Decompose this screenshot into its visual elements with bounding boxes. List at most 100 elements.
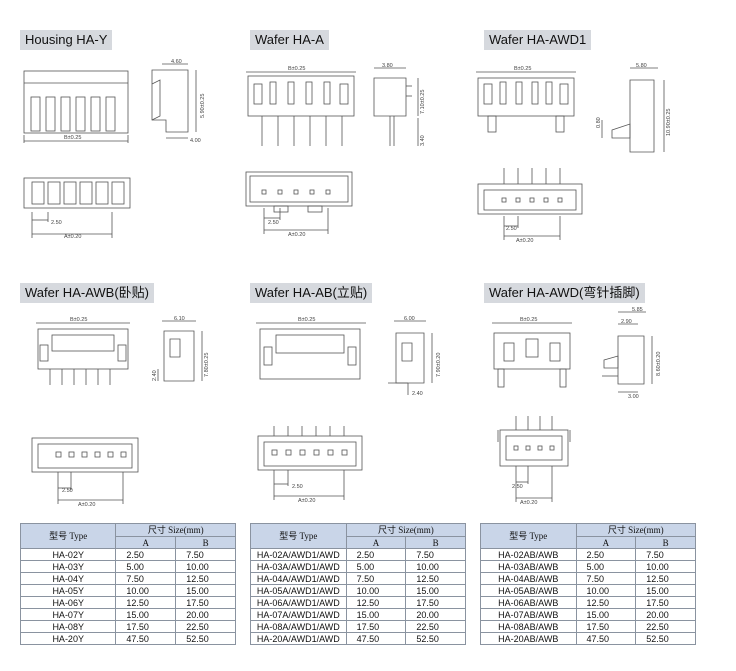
section-label-wafer-ha-awb: Wafer HA-AWB(卧贴) [20,283,154,303]
housing-dim-pitch: 2.50 [51,220,62,226]
wafer-ab-dim-b: B±0.25 [298,317,315,323]
cell-b: 17.50 [175,596,236,609]
wafer-awd-dim-pitch: 2.50 [512,484,523,490]
wafer-awd-front-view: B±0.25 [492,317,572,388]
wafer-awd-side-view: 5.85 2.90 8.60±0.20 3.00 [602,307,662,400]
wafer-ab-top-view: 2.50 A±0.20 [257,426,363,504]
wafer-a-dim-a: A±0.20 [288,232,305,238]
cell-b: 10.00 [175,560,236,573]
cell-type: HA-08A/AWD1/AWD [250,620,347,633]
cell-type: HA-06Y [19,596,117,609]
wafer-a-top-view: 2.50 A±0.20 [245,171,353,238]
cell-type: HA-07A/AWD1/AWD [250,608,347,621]
wafer-awd-dim-width: 5.85 [632,307,643,313]
cell-b: 52.50 [175,632,236,645]
cell-type: HA-07Y [19,608,117,621]
cell-type: HA-08AB/AWB [480,620,577,633]
cell-b: 10.00 [405,560,466,573]
cell-b: 52.50 [635,632,696,645]
cell-b: 15.00 [405,584,466,597]
housing-dim-height: 5.90±0.25 [200,94,206,118]
cell-a: 2.50 [575,548,637,561]
cell-b: 22.50 [175,620,236,633]
wafer-awd1-dim-width: 5.80 [636,63,647,69]
cell-a: 15.00 [115,608,177,621]
wafer-a-side-view: 3.80 7.10±0.25 3.40 [373,63,426,146]
table-header-size: 尺寸 Size(mm) [115,523,236,537]
wafer-awd1-dim-b: B±0.25 [514,66,531,72]
table-header-type: 型号 Type [250,523,347,549]
wafer-awd-dim-b: B±0.25 [520,317,537,323]
table-header-col-a: A [345,536,407,549]
cell-b: 22.50 [635,620,696,633]
wafer-awd1-dim-height: 10.90±0.25 [666,109,672,137]
wafer-a-dim-width: 3.80 [382,63,393,69]
cell-b: 20.00 [405,608,466,621]
cell-a: 47.50 [575,632,637,645]
section-label-wafer-ha-ab: Wafer HA-AB(立贴) [250,283,373,303]
wafer-awd-top-view: 2.50 A±0.20 [497,416,571,506]
cell-a: 12.50 [345,596,407,609]
cell-type: HA-03A/AWD1/AWD [250,560,347,573]
table-header-col-b: B [635,536,696,549]
cell-b: 12.50 [405,572,466,585]
wafer-a-dim-pitch: 2.50 [268,220,279,226]
wafer-a-dim-pin: 3.40 [420,135,426,146]
wafer-awb-dim-height: 7.80±0.25 [204,353,210,377]
cell-a: 5.00 [345,560,407,573]
wafer-awb-front-view: B±0.25 [36,317,130,385]
cell-b: 52.50 [405,632,466,645]
cell-a: 5.00 [575,560,637,573]
cell-a: 12.50 [575,596,637,609]
wafer-ab-front-view: B±0.25 [256,317,366,380]
wafer-awd-dim-depth: 3.00 [628,394,639,400]
cell-a: 10.00 [115,584,177,597]
cell-type: HA-07AB/AWB [480,608,577,621]
section-label-wafer-ha-awd1: Wafer HA-AWD1 [484,30,592,50]
table-header-size: 尺寸 Size(mm) [575,523,696,537]
cell-type: HA-06A/AWD1/AWD [250,596,347,609]
wafer-awd1-dim-offset: 0.80 [596,117,602,128]
housing-dim-b: B±0.25 [64,135,81,141]
wafer-awd-dim-offset: 2.90 [621,319,632,325]
cell-a: 17.50 [575,620,637,633]
cell-type: HA-05AB/AWB [480,584,577,597]
cell-a: 10.00 [575,584,637,597]
cell-a: 15.00 [575,608,637,621]
wafer-ab-dim-a: A±0.20 [298,498,315,504]
wafer-a-front-view: B±0.25 [246,66,356,146]
cell-a: 2.50 [115,548,177,561]
cell-type: HA-20AB/AWB [480,632,577,645]
cell-a: 5.00 [115,560,177,573]
wafer-a-dim-b: B±0.25 [288,66,305,72]
wafer-ab-dim-height: 7.90±0.20 [436,353,442,377]
cell-type: HA-05Y [19,584,117,597]
cell-type: HA-04Y [19,572,117,585]
housing-dim-a: A±0.20 [64,234,81,240]
housing-dim-depth: 4.00 [190,138,201,144]
cell-b: 7.50 [175,548,236,561]
cell-type: HA-02A/AWD1/AWD [250,548,347,561]
cell-b: 15.00 [175,584,236,597]
wafer-a-dim-height: 7.10±0.25 [420,90,426,114]
cell-type: HA-04AB/AWB [480,572,577,585]
table-header-size: 尺寸 Size(mm) [345,523,467,537]
housing-side-view: 4.60 5.90±0.25 4.00 [151,59,206,144]
section-label-housing-ha-y: Housing HA-Y [20,30,113,50]
cell-b: 15.00 [635,584,696,597]
wafer-awb-dim-a: A±0.20 [78,502,95,508]
